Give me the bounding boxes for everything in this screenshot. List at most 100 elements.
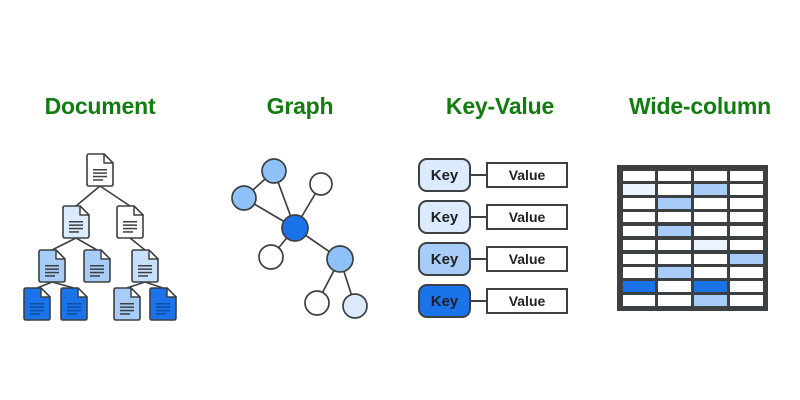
grid-cell <box>621 197 656 210</box>
grid-cell <box>693 294 728 307</box>
document-tree-edges <box>36 185 164 289</box>
document-icon <box>62 205 90 239</box>
graph-node <box>304 290 330 316</box>
tree-edge <box>144 281 164 289</box>
grid-cell <box>621 238 656 252</box>
tree-edge <box>51 237 77 251</box>
tree-edge <box>99 185 131 207</box>
grid-cell <box>729 280 764 293</box>
key-value-connector <box>471 174 487 176</box>
grid-cell <box>657 294 692 307</box>
document-icon <box>116 205 144 239</box>
grid-cell <box>729 294 764 307</box>
key-value-connector <box>471 300 487 302</box>
grid-cell <box>657 266 692 279</box>
key-value-row: Key Value <box>400 284 600 318</box>
key-value-connector <box>471 216 487 218</box>
grid-cell <box>693 280 728 293</box>
grid-cell <box>621 183 656 196</box>
grid-cell <box>693 252 728 265</box>
grid-cell <box>621 280 656 293</box>
grid-cell <box>657 183 692 196</box>
grid-cell <box>657 169 692 182</box>
grid-cell <box>729 238 764 252</box>
graph-node <box>342 293 368 319</box>
grid-cell <box>729 252 764 265</box>
graph-node <box>281 214 309 242</box>
grid-cell <box>621 169 656 182</box>
tree-edge <box>126 281 146 289</box>
key-box[interactable]: Key <box>418 200 471 234</box>
graph-svg <box>231 158 368 319</box>
value-box[interactable]: Value <box>486 204 568 230</box>
grid-cell <box>621 294 656 307</box>
grid-cell <box>657 211 692 224</box>
value-box[interactable]: Value <box>486 162 568 188</box>
grid-cell <box>729 266 764 279</box>
tree-edge <box>36 281 53 289</box>
graph-nodes <box>231 158 368 319</box>
key-value-row: Key Value <box>400 200 600 234</box>
grid-cell <box>621 211 656 224</box>
grid-cell <box>729 183 764 196</box>
grid-cell <box>621 252 656 265</box>
document-icon <box>60 287 88 321</box>
key-value-connector <box>471 258 487 260</box>
grid-cell <box>657 197 692 210</box>
key-value-row: Key Value <box>400 242 600 276</box>
key-box[interactable]: Key <box>418 158 471 192</box>
grid-cell <box>693 224 728 238</box>
document-tree-nodes <box>23 153 177 321</box>
tree-edge <box>75 237 98 251</box>
grid-cell <box>693 238 728 252</box>
graph-illustration <box>200 0 400 400</box>
tree-edge <box>129 237 146 251</box>
graph-node <box>258 244 284 270</box>
panel-title-graph: Graph <box>266 93 334 119</box>
document-icon <box>83 249 111 283</box>
panel-graph: Graph <box>200 0 400 400</box>
tree-edge <box>51 281 75 289</box>
value-box[interactable]: Value <box>486 288 568 314</box>
grid-cell <box>729 211 764 224</box>
grid-cell <box>657 252 692 265</box>
panel-title-widecolumn: Wide-column <box>629 93 771 119</box>
key-value-row: Key Value <box>400 158 600 192</box>
wide-column-grid <box>617 165 768 311</box>
grid-cell <box>693 211 728 224</box>
grid-cell <box>729 169 764 182</box>
document-icon <box>131 249 159 283</box>
grid-cell <box>621 224 656 238</box>
document-icon <box>149 287 177 321</box>
graph-node <box>309 172 333 196</box>
grid-cell <box>693 183 728 196</box>
panel-title-keyvalue: Key-Value <box>445 93 555 119</box>
grid-cell <box>693 169 728 182</box>
grid-cell <box>657 224 692 238</box>
graph-node <box>231 185 257 211</box>
grid-cell <box>729 197 764 210</box>
tree-edge <box>75 185 101 207</box>
document-icon <box>86 153 114 187</box>
graph-node <box>326 245 354 273</box>
document-icon <box>113 287 141 321</box>
panel-widecolumn: Wide-column <box>600 0 800 400</box>
key-box[interactable]: Key <box>418 284 471 318</box>
document-icon <box>38 249 66 283</box>
grid-cell <box>657 238 692 252</box>
document-icon <box>23 287 51 321</box>
value-box[interactable]: Value <box>486 246 568 272</box>
grid-cell <box>693 266 728 279</box>
grid-cell <box>693 197 728 210</box>
panel-document: Document <box>0 0 200 400</box>
key-box[interactable]: Key <box>418 242 471 276</box>
grid-cell <box>729 224 764 238</box>
graph-node <box>261 158 287 184</box>
grid-cell <box>657 280 692 293</box>
grid-cell <box>621 266 656 279</box>
document-tree-svg <box>23 153 177 321</box>
document-tree-illustration <box>0 0 200 400</box>
